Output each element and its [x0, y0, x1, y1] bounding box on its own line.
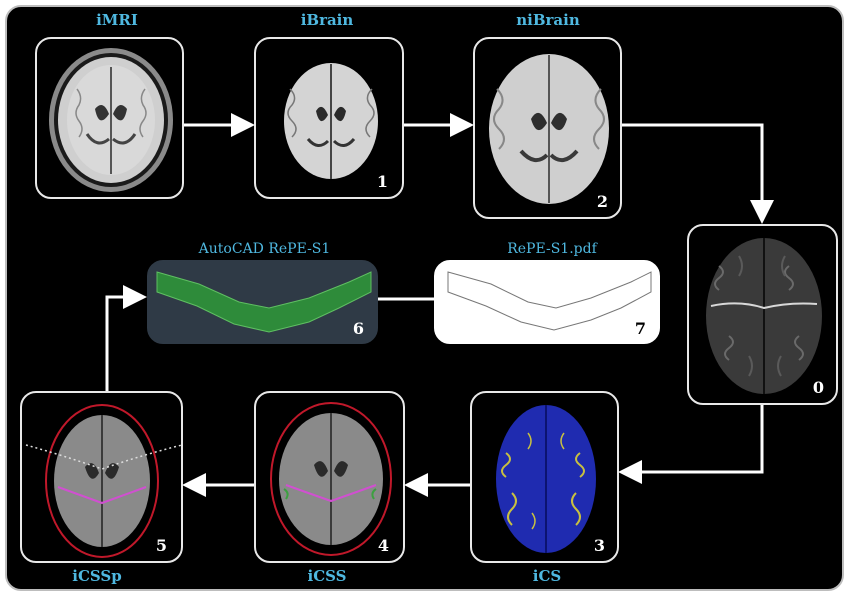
title-ibrain: iBrain: [300, 11, 354, 29]
title-pdf: RePE-S1.pdf: [507, 241, 597, 257]
step-number: 7: [634, 319, 646, 338]
step-number: 6: [352, 319, 364, 338]
step-number: 2: [596, 192, 608, 211]
cortical-surface-image: [706, 238, 822, 394]
autocad-contour-drawing: [156, 271, 372, 333]
title-icssp: iCSSp: [72, 567, 122, 585]
flow-arrows: [105, 113, 774, 497]
step-number: 5: [155, 536, 167, 555]
title-autocad: AutoCAD RePE-S1: [198, 241, 331, 257]
normalized-brain-image: [489, 54, 609, 204]
panel-pdf: 7: [434, 260, 660, 344]
title-icss: iCSS: [307, 567, 347, 585]
ics-image: [496, 405, 596, 553]
arrow-icssp-to-autocad: [105, 285, 147, 391]
panel-icssp: 5: [20, 391, 183, 563]
arrow-nibrain-to-surface: [622, 123, 774, 224]
step-number: 0: [812, 378, 824, 397]
panel-nibrain: 2: [473, 37, 622, 219]
title-ics: iCS: [532, 567, 562, 585]
step-number: 3: [593, 536, 605, 555]
panel-ibrain: 1: [254, 37, 404, 199]
pdf-contour-drawing: [447, 271, 652, 331]
panel-surface: 0: [687, 224, 838, 405]
step-number: 1: [376, 172, 388, 191]
panel-autocad: 6: [147, 260, 378, 344]
brain-extracted-image: [284, 63, 378, 179]
mri-scan-image: [49, 48, 173, 192]
panel-icss: 4: [254, 391, 405, 563]
icss-image: [270, 402, 392, 556]
diagram-frame: iMRI iBrain niBrain AutoCAD RePE-S1 RePE…: [5, 5, 844, 591]
icssp-image: [25, 404, 181, 558]
panel-imri: [35, 37, 184, 199]
panel-ics: 3: [470, 391, 619, 563]
arrow-surface-to-ics: [618, 405, 764, 484]
title-nibrain: niBrain: [516, 11, 580, 29]
title-imri: iMRI: [96, 11, 138, 29]
step-number: 4: [377, 536, 389, 555]
